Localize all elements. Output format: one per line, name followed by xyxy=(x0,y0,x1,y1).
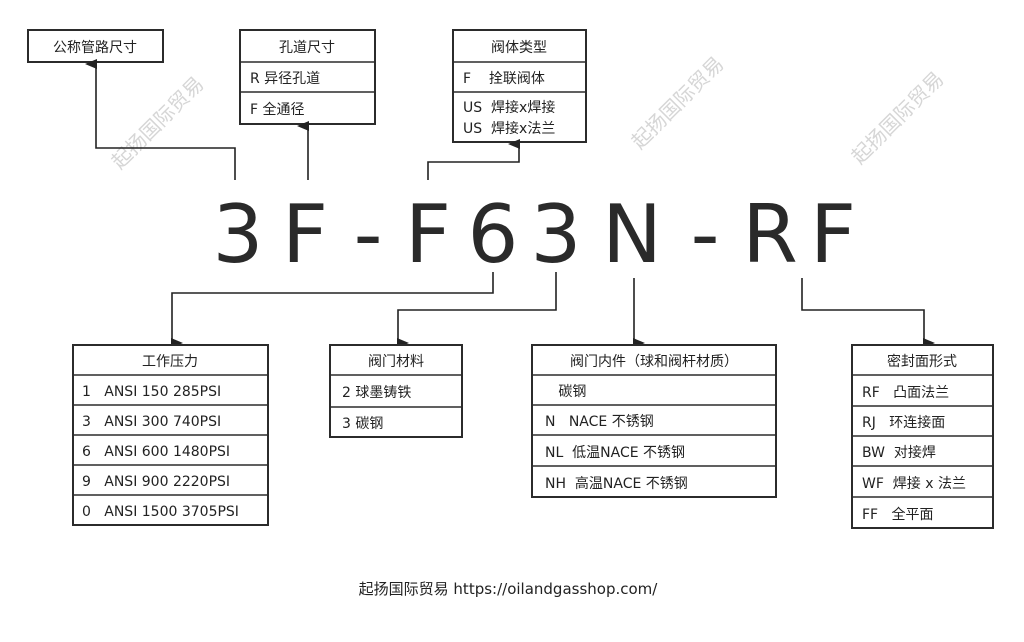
arrow-material xyxy=(397,272,557,348)
box-title: 工作压力 xyxy=(142,354,198,370)
box-row: RJ 环连接面 xyxy=(862,414,945,431)
code-char: F xyxy=(405,188,451,281)
arrow-nominal-size xyxy=(85,59,236,180)
code-char: 3 xyxy=(531,188,582,281)
arrow-pressure xyxy=(171,272,494,348)
box-title: 孔道尺寸 xyxy=(279,40,335,56)
code-char: F xyxy=(810,188,856,281)
box-row: WF 焊接 x 法兰 xyxy=(862,475,966,492)
code-char: R xyxy=(742,188,798,281)
box-row: 3 碳钢 xyxy=(342,416,383,432)
box-row: NL 低温NACE 不锈钢 xyxy=(545,445,685,461)
code-char: N xyxy=(602,188,662,281)
watermark: 起扬国际贸易 xyxy=(847,67,949,169)
box-title: 阀门内件（球和阀杆材质） xyxy=(570,354,738,370)
material-box: 阀门材料 2 球墨铸铁 3 碳钢 xyxy=(329,344,463,438)
box-row: US 焊接x法兰 xyxy=(463,120,555,137)
box-row: RF 凸面法兰 xyxy=(862,385,949,401)
code-char: - xyxy=(354,188,383,281)
box-row: 6 ANSI 600 1480PSI xyxy=(82,444,230,460)
code-char: F xyxy=(282,188,328,281)
box-row: N NACE 不锈钢 xyxy=(545,414,654,430)
box-title: 密封面形式 xyxy=(887,353,957,370)
box-title: 阀门材料 xyxy=(368,354,424,370)
code-char: 3 xyxy=(213,188,264,281)
box-row: NH 高温NACE 不锈钢 xyxy=(545,475,688,492)
body-type-box: 阀体类型 F 拴联阀体 US 焊接x焊接 US 焊接x法兰 xyxy=(452,29,587,143)
model-code: 3 F - F 6 3 N - R F xyxy=(213,188,856,281)
arrow-facing xyxy=(801,278,935,348)
trim-box: 阀门内件（球和阀杆材质） 碳钢 N NACE 不锈钢 NL 低温NACE 不锈钢… xyxy=(531,344,777,498)
footer-caption: 起扬国际贸易 https://oilandgasshop.com/ xyxy=(359,580,659,598)
box-row: 9 ANSI 900 2220PSI xyxy=(82,474,230,490)
box-row: 0 ANSI 1500 3705PSI xyxy=(82,504,239,520)
box-row: F 全通径 xyxy=(250,101,305,118)
box-row: BW 对接焊 xyxy=(862,444,936,461)
box-row: F 拴联阀体 xyxy=(463,71,545,87)
arrow-body-type xyxy=(427,139,520,180)
box-row: R 异径孔道 xyxy=(250,71,320,87)
box-row: 1 ANSI 150 285PSI xyxy=(82,384,221,400)
facing-box: 密封面形式 RF 凸面法兰 RJ 环连接面 BW 对接焊 WF 焊接 x 法兰 … xyxy=(851,344,994,529)
box-row: FF 全平面 xyxy=(862,506,933,523)
box-row: 3 ANSI 300 740PSI xyxy=(82,414,221,430)
code-char: - xyxy=(691,188,720,281)
nominal-size-box: 公称管路尺寸 xyxy=(27,29,164,63)
box-title: 公称管路尺寸 xyxy=(53,40,137,56)
box-title: 阀体类型 xyxy=(491,40,547,56)
box-row: 2 球墨铸铁 xyxy=(342,385,411,401)
box-row: US 焊接x焊接 xyxy=(463,99,555,116)
watermark: 起扬国际贸易 xyxy=(107,72,209,174)
code-char: 6 xyxy=(468,188,519,281)
pressure-box: 工作压力 1 ANSI 150 285PSI 3 ANSI 300 740PSI… xyxy=(72,344,269,526)
bore-box: 孔道尺寸 R 异径孔道 F 全通径 xyxy=(239,29,376,125)
watermark: 起扬国际贸易 xyxy=(627,52,729,154)
connectors xyxy=(85,59,935,348)
box-row: 碳钢 xyxy=(545,384,586,400)
